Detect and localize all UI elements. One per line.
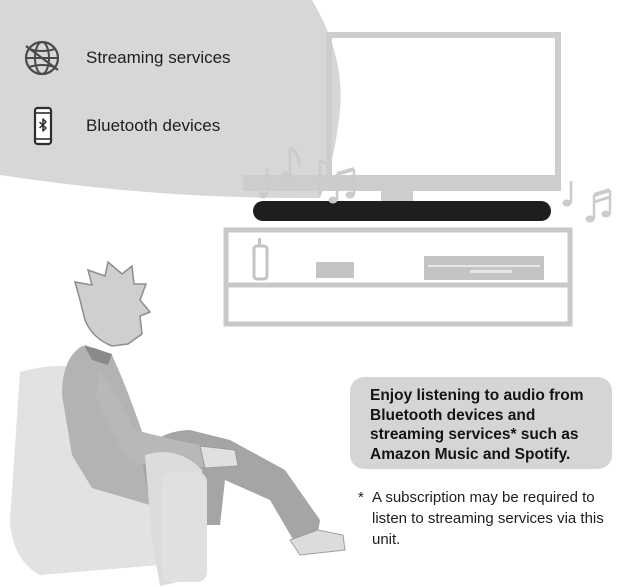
person-listening bbox=[62, 260, 346, 556]
streaming-label: Streaming services bbox=[86, 48, 231, 67]
footnote-text: A subscription may be required to listen… bbox=[372, 489, 604, 548]
music-notes bbox=[258, 146, 612, 223]
armchair-arm bbox=[145, 452, 207, 586]
footnote-asterisk: * bbox=[358, 489, 364, 506]
beamed-notes-icon bbox=[328, 167, 356, 204]
television bbox=[243, 32, 561, 201]
feature-callout: Enjoy listening to audio from Bluetooth … bbox=[350, 377, 612, 469]
soundbar bbox=[253, 201, 551, 221]
tv-cabinet bbox=[223, 227, 573, 327]
source-streaming: Streaming services bbox=[22, 38, 231, 78]
globe-icon bbox=[24, 40, 60, 76]
music-note-icon bbox=[258, 168, 269, 199]
music-note-icon bbox=[318, 158, 327, 195]
source-bluetooth: Bluetooth devices bbox=[22, 106, 220, 146]
music-note-icon bbox=[281, 146, 301, 179]
cabinet-devices bbox=[252, 238, 544, 281]
beamed-notes-icon bbox=[585, 188, 612, 223]
music-note-icon bbox=[562, 181, 573, 207]
bluetooth-label: Bluetooth devices bbox=[86, 116, 221, 135]
source-bubble bbox=[0, 0, 341, 198]
bluetooth-phone-icon bbox=[33, 106, 53, 146]
subscription-footnote: * A subscription may be required to list… bbox=[358, 487, 620, 550]
